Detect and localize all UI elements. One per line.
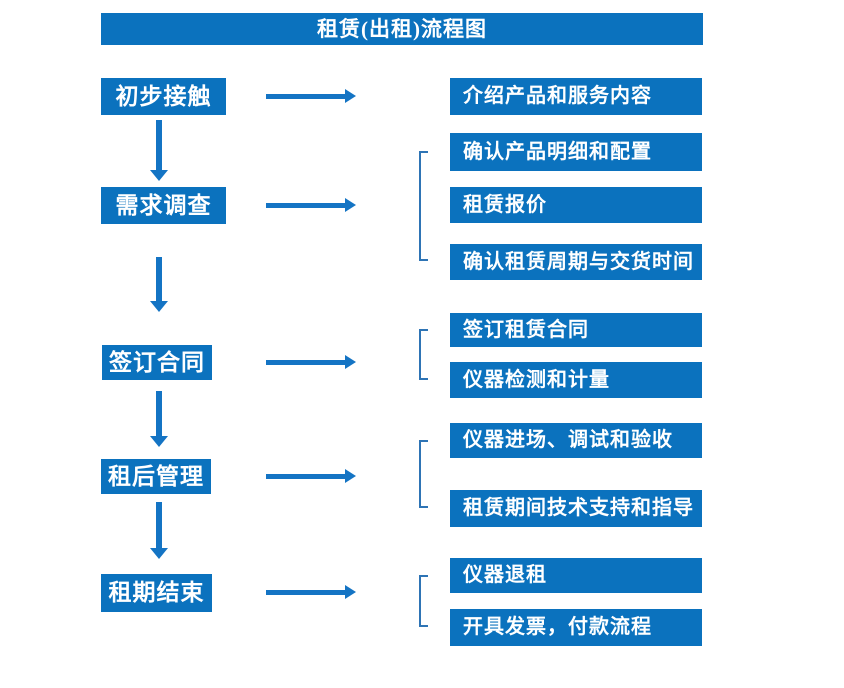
down-arrow-head — [150, 301, 168, 312]
right-arrow-stem — [266, 94, 345, 99]
group-bracket — [419, 575, 428, 627]
down-arrow-icon — [150, 257, 168, 312]
step-box-post-rental-management: 租后管理 — [101, 459, 211, 494]
output-box-intro-products: 介绍产品和服务内容 — [450, 78, 702, 115]
down-arrow-icon — [150, 391, 168, 447]
down-arrow-stem — [156, 257, 162, 301]
down-arrow-stem — [156, 120, 162, 170]
output-box-rental-quote: 租赁报价 — [450, 187, 702, 223]
right-arrow-icon — [266, 89, 356, 103]
step-box-initial-contact: 初步接触 — [101, 78, 226, 115]
down-arrow-head — [150, 548, 168, 559]
output-box-confirm-product-details: 确认产品明细和配置 — [450, 133, 702, 171]
group-bracket — [419, 151, 428, 261]
group-bracket — [419, 329, 428, 380]
right-arrow-head — [345, 585, 356, 599]
output-box-instrument-setup-acceptance: 仪器进场、调试和验收 — [450, 423, 702, 458]
right-arrow-head — [345, 89, 356, 103]
down-arrow-head — [150, 436, 168, 447]
down-arrow-stem — [156, 502, 162, 548]
down-arrow-head — [150, 170, 168, 181]
right-arrow-stem — [266, 474, 345, 479]
down-arrow-icon — [150, 120, 168, 181]
step-box-rental-period-end: 租期结束 — [101, 574, 212, 612]
right-arrow-icon — [266, 198, 356, 212]
down-arrow-icon — [150, 502, 168, 559]
right-arrow-stem — [266, 203, 345, 208]
output-box-instrument-testing: 仪器检测和计量 — [450, 362, 702, 398]
right-arrow-head — [345, 355, 356, 369]
group-bracket — [419, 440, 428, 508]
step-box-demand-survey: 需求调查 — [101, 187, 226, 224]
output-box-instrument-return: 仪器退租 — [450, 558, 702, 593]
flowchart-title: 租赁(出租)流程图 — [101, 13, 703, 45]
right-arrow-icon — [266, 469, 356, 483]
output-box-invoice-payment: 开具发票，付款流程 — [450, 609, 702, 646]
right-arrow-head — [345, 469, 356, 483]
output-box-confirm-period-delivery: 确认租赁周期与交货时间 — [450, 244, 702, 280]
output-box-sign-rental-contract: 签订租赁合同 — [450, 313, 702, 347]
output-box-rental-tech-support: 租赁期间技术支持和指导 — [450, 490, 702, 527]
right-arrow-icon — [266, 355, 356, 369]
right-arrow-stem — [266, 590, 345, 595]
right-arrow-icon — [266, 585, 356, 599]
right-arrow-stem — [266, 360, 345, 365]
step-box-sign-contract: 签订合同 — [102, 345, 212, 380]
down-arrow-stem — [156, 391, 162, 436]
right-arrow-head — [345, 198, 356, 212]
